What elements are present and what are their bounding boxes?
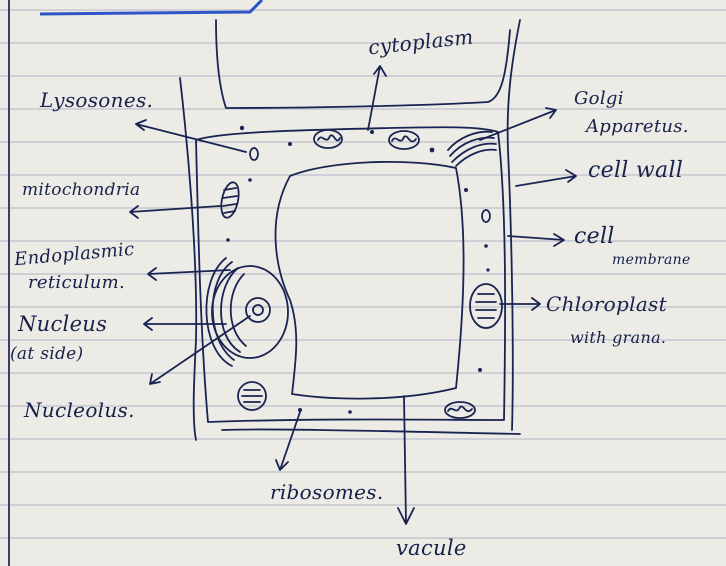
lysosome-1 <box>250 148 258 160</box>
chloroplast-right <box>470 284 502 328</box>
label-nucleolus: Nucleolus. <box>24 398 135 422</box>
cell-wall-outline <box>180 20 520 440</box>
nucleolus-shape <box>246 298 270 322</box>
mitochondrion-bottom <box>445 402 475 418</box>
label-cell-membrane-line2: membrane <box>612 252 691 268</box>
arrow-cell-wall <box>516 170 576 186</box>
lysosome-2 <box>482 210 490 222</box>
label-cell-wall: cell wall <box>588 158 683 183</box>
label-golgi-line2: Apparetus. <box>586 116 689 137</box>
label-vacuole: vacule <box>396 536 467 560</box>
arrow-golgi <box>480 108 556 140</box>
label-chloroplast-line2: with grana. <box>570 328 666 347</box>
vacuole-outline <box>276 162 464 399</box>
label-nucleus-line1: Nucleus <box>18 312 107 336</box>
label-golgi-line1: Golgi <box>574 88 624 109</box>
label-er-line2: reticulum. <box>28 272 125 293</box>
label-nucleus-line2: (at side) <box>10 344 83 364</box>
mitochondrion-top-2 <box>389 131 419 149</box>
nucleus-shape <box>212 266 288 358</box>
arrow-lysosome <box>136 120 246 152</box>
label-chloroplast-line1: Chloroplast <box>546 292 667 316</box>
arrow-cell-membrane <box>508 234 564 246</box>
heading-underline <box>40 0 262 14</box>
arrow-nucleolus <box>150 316 250 384</box>
label-mitochondria: mitochondria <box>22 180 140 200</box>
mitochondrion-top-1 <box>314 130 342 148</box>
mitochondrion-left <box>218 181 241 220</box>
label-ribosomes: ribosomes. <box>270 480 384 504</box>
label-lysosomes: Lysosones. <box>40 88 153 112</box>
label-cell-membrane-line1: cell <box>574 224 615 249</box>
arrow-chloroplast <box>500 298 540 310</box>
